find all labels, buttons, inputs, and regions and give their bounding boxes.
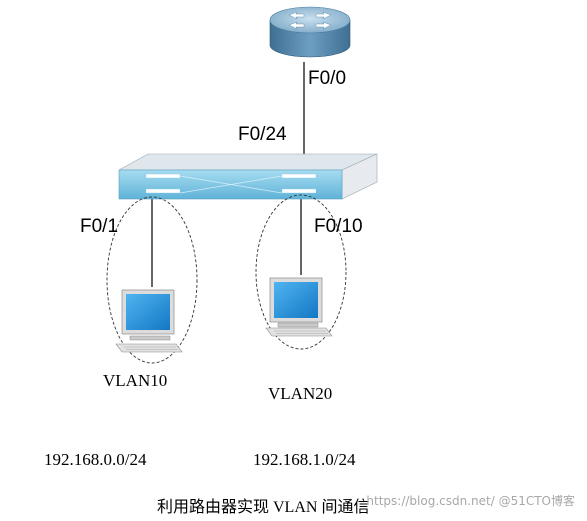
label-switch-f010: F0/10 (314, 216, 363, 237)
label-switch-f024: F0/24 (238, 124, 287, 145)
router-icon (269, 6, 351, 58)
vlan-left-boundary (106, 196, 198, 364)
label-vlan-right: VLAN20 (268, 384, 332, 403)
pc-right-icon (265, 277, 333, 337)
vlan-right-boundary (255, 194, 347, 350)
label-switch-f01: F0/1 (80, 216, 118, 237)
label-subnet-left: 192.168.0.0/24 (44, 450, 147, 469)
switch-icon (118, 153, 378, 200)
diagram-caption: 利用路由器实现 VLAN 间通信 (157, 498, 369, 516)
label-vlan-left: VLAN10 (103, 371, 167, 390)
label-router-f00: F0/0 (308, 68, 346, 89)
label-subnet-right: 192.168.1.0/24 (253, 450, 356, 469)
pc-left-icon (115, 289, 183, 353)
watermark: https://blog.csdn.net/ @51CTO博客 (366, 493, 575, 508)
